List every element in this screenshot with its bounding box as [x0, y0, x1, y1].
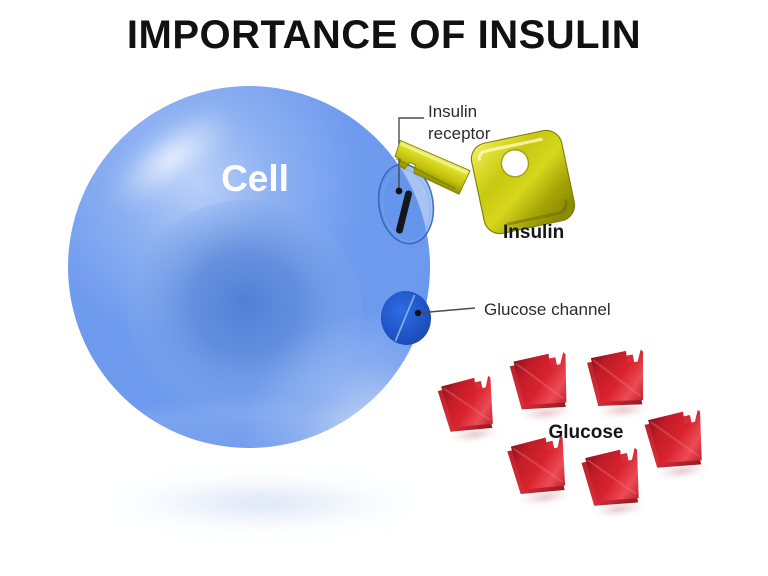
- key-hole: [501, 149, 529, 177]
- key-shaft-highlight: [400, 142, 468, 175]
- key-head-bevel-shade: [507, 199, 568, 226]
- receptor-leader-dot: [395, 187, 403, 195]
- page-title: IMPORTANCE OF INSULIN: [127, 13, 641, 57]
- glucose-channel-callout: Glucose channel: [414, 300, 611, 319]
- cell-inner-sheen: [162, 240, 430, 448]
- insulin-receptor-callout: Insulin receptor: [395, 102, 491, 195]
- glucose-channel[interactable]: [378, 289, 433, 348]
- insulin-receptor-label-line2: receptor: [428, 124, 491, 143]
- key-shaft: [394, 139, 471, 195]
- key-shaft-shade: [395, 158, 456, 190]
- glucose-crystal-face: [441, 375, 493, 428]
- glucose-crystal-group: [437, 349, 711, 520]
- glucose-crystal-face: [648, 409, 702, 464]
- glucose-crystal-shadow: [594, 402, 652, 418]
- key-hole-rim: [500, 149, 530, 178]
- glucose-crystal-face: [590, 349, 644, 402]
- cell-specular-highlight: [108, 107, 236, 209]
- insulin-receptor-label-line1: Insulin: [428, 102, 477, 121]
- glucose-crystal-4[interactable]: [643, 409, 711, 482]
- glucose-crystal-shadow: [518, 405, 575, 421]
- glucose-crystal-shadow: [590, 500, 648, 518]
- insulin-key[interactable]: [390, 127, 577, 236]
- glucose-label: Glucose: [549, 422, 624, 443]
- glucose-crystal-sheen: [592, 359, 642, 397]
- glucose-crystal-6[interactable]: [580, 447, 648, 520]
- cell-drop-shadow: [97, 481, 427, 525]
- channel-leader-dot: [414, 309, 422, 317]
- cell-label: Cell: [221, 158, 289, 199]
- glucose-crystal-shadow: [653, 462, 711, 480]
- glucose-channel-pore: [380, 291, 432, 345]
- glucose-crystal-sheen: [512, 447, 564, 483]
- glucose-crystal-1[interactable]: [437, 375, 502, 445]
- receptor-inner-outline: [381, 169, 431, 242]
- receptor-keyhole-slot: [396, 190, 412, 234]
- key-head-bevel-highlight: [477, 137, 543, 161]
- glucose-crystal-3[interactable]: [586, 349, 652, 420]
- glucose-crystal-5[interactable]: [506, 435, 574, 509]
- glucose-crystal-sheen: [442, 387, 491, 421]
- glucose-crystal-face: [510, 435, 566, 490]
- channel-leader-line: [417, 307, 476, 314]
- glucose-crystal-face: [585, 447, 639, 502]
- key-head: [470, 129, 576, 235]
- glucose-channel-streak: [394, 294, 416, 342]
- glucose-crystal-sheen: [515, 362, 565, 400]
- glucose-crystal-sheen: [649, 421, 700, 458]
- glucose-channel-label: Glucose channel: [484, 300, 611, 319]
- insulin-label: Insulin: [503, 222, 564, 243]
- glucose-crystal-face: [513, 352, 567, 405]
- glucose-crystal-2[interactable]: [509, 352, 575, 424]
- glucose-crystal-sheen: [586, 459, 637, 496]
- cell-rim-light: [99, 404, 399, 448]
